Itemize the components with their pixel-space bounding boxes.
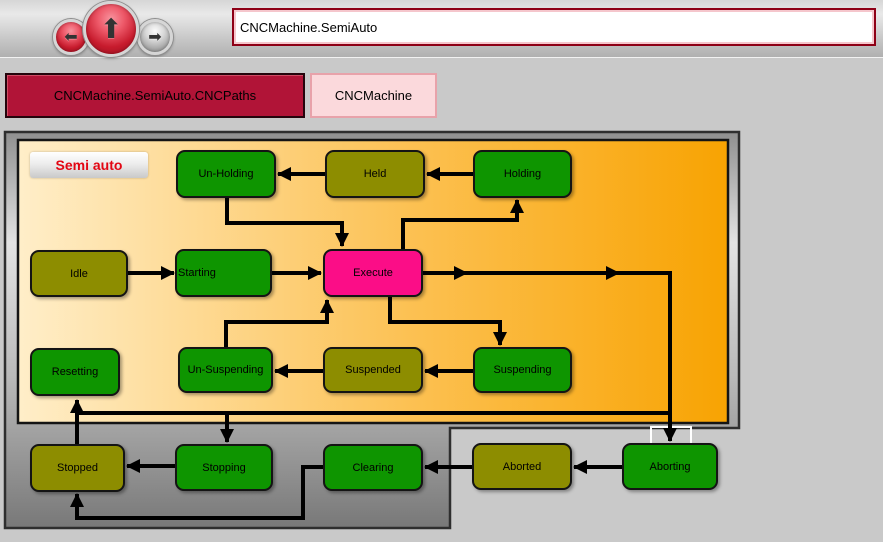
toolbar: ⬅ ⬆ ➡ <box>0 0 883 58</box>
tab-cncmachine[interactable]: CNCMachine <box>310 73 437 118</box>
diagram-title-text: Semi auto <box>55 157 123 173</box>
up-button[interactable]: ⬆ <box>83 1 139 57</box>
back-arrow-icon: ⬅ <box>64 27 78 46</box>
state-stopped: Stopped <box>30 444 125 492</box>
state-un-holding: Un-Holding <box>176 150 276 198</box>
state-starting: Starting <box>175 249 272 297</box>
state-idle: Idle <box>30 250 128 297</box>
state-suspending: Suspending <box>473 347 572 393</box>
forward-arrow-icon: ➡ <box>148 27 162 46</box>
tab-label: CNCMachine <box>334 88 413 103</box>
state-clearing: Clearing <box>323 444 423 491</box>
state-aborted: Aborted <box>472 443 572 490</box>
address-input[interactable] <box>232 8 876 46</box>
tab-cncmachine-semiauto-cncpaths[interactable]: CNCMachine.SemiAuto.CNCPaths <box>5 73 305 118</box>
state-resetting: Resetting <box>30 348 120 396</box>
tab-label: CNCMachine.SemiAuto.CNCPaths <box>53 88 257 103</box>
state-holding: Holding <box>473 150 572 198</box>
state-stopping: Stopping <box>175 444 273 491</box>
state-held: Held <box>325 150 425 198</box>
up-arrow-icon: ⬆ <box>99 13 123 45</box>
state-aborting: Aborting <box>622 443 718 490</box>
state-un-suspending: Un-Suspending <box>178 347 273 393</box>
state-execute: Execute <box>323 249 423 297</box>
state-suspended: Suspended <box>323 347 423 393</box>
diagram-title: Semi auto <box>30 152 148 178</box>
forward-button[interactable]: ➡ <box>137 19 173 55</box>
